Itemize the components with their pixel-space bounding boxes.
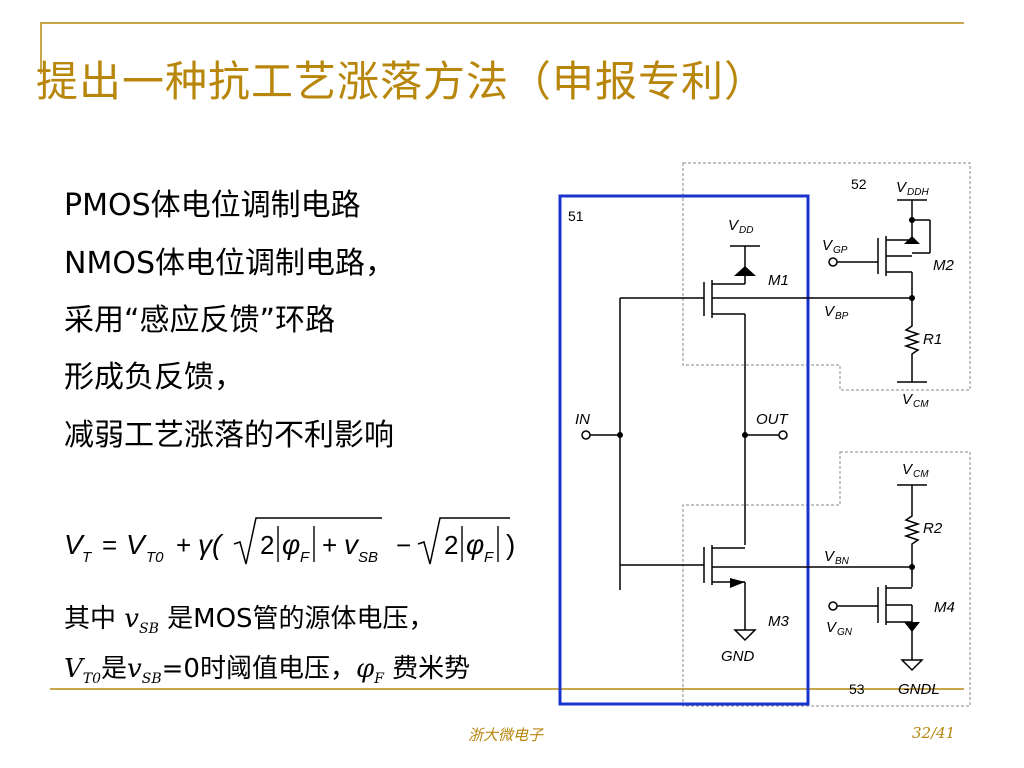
note1-var-sub: SB bbox=[138, 621, 159, 638]
formula-phi2-sub: F bbox=[484, 549, 494, 566]
note1-var: v bbox=[124, 604, 139, 634]
label-r1: R1 bbox=[923, 331, 942, 348]
gndl-symbol bbox=[900, 659, 924, 672]
formula-two: 2 bbox=[260, 530, 274, 560]
bottom-decor-line bbox=[50, 688, 964, 690]
label-52: 52 bbox=[851, 176, 867, 192]
slide-title: 提出一种抗工艺涨落方法（申报专利） bbox=[36, 57, 768, 106]
label-vgp-sub: GP bbox=[833, 245, 848, 256]
left-decor-line bbox=[40, 22, 42, 74]
circuit-schematic: 51 52 53 bbox=[558, 162, 971, 707]
label-in: IN bbox=[575, 411, 590, 428]
label-vcm-bot: V bbox=[902, 461, 914, 478]
formula-plus2: + bbox=[322, 530, 337, 560]
footer-page-number: 32/41 bbox=[912, 724, 956, 742]
formula-minus: − bbox=[396, 530, 411, 560]
dashed-box-52 bbox=[682, 162, 971, 391]
note2-var2-sub: SB bbox=[141, 671, 162, 688]
label-vbn-sub: BN bbox=[835, 556, 850, 567]
note2-var1-sub: T0 bbox=[82, 671, 102, 688]
note-line-1: 其中 vSB 是MOS管的源体电压， bbox=[64, 598, 435, 637]
formula-vsb-sub: SB bbox=[358, 549, 378, 566]
formula-phi2: φ bbox=[466, 529, 484, 560]
footer-organization: 浙大微电子 bbox=[468, 726, 544, 744]
label-vdd-sub: DD bbox=[739, 225, 753, 236]
bullet-5: 减弱工艺涨落的不利影响 bbox=[64, 418, 394, 453]
formula-vt-sub: T bbox=[82, 549, 93, 566]
label-53: 53 bbox=[849, 681, 865, 697]
label-vgn-sub: GN bbox=[837, 627, 853, 638]
note2-var2: v bbox=[127, 654, 142, 684]
m2-arrow bbox=[904, 236, 920, 244]
label-gndl: GNDL bbox=[898, 681, 940, 698]
label-m4: M4 bbox=[934, 599, 955, 616]
note2-phi: φ bbox=[355, 654, 375, 684]
note2-phi-sub: F bbox=[374, 671, 384, 688]
label-out: OUT bbox=[756, 411, 790, 428]
label-vcm-bot-sub: CM bbox=[913, 469, 929, 480]
note2-var1: V bbox=[64, 654, 83, 684]
label-vcm-top-sub: CM bbox=[913, 399, 929, 410]
note1-prefix: 其中 bbox=[64, 604, 117, 634]
label-vddh: V bbox=[896, 179, 908, 196]
bullet-1: PMOS体电位调制电路 bbox=[64, 188, 361, 223]
dashed-box-53 bbox=[682, 451, 971, 707]
label-vddh-sub: DDH bbox=[907, 187, 929, 198]
formula-phi-sub: F bbox=[300, 549, 310, 566]
label-m1: M1 bbox=[768, 272, 789, 289]
label-gnd: GND bbox=[721, 648, 755, 665]
note2-text1: 是 bbox=[101, 654, 128, 684]
bullet-2: NMOS体电位调制电路， bbox=[64, 246, 395, 281]
formula-close: ) bbox=[506, 529, 515, 560]
gnd-symbol bbox=[733, 629, 757, 642]
bullet-3: 采用“感应反馈”环路 bbox=[64, 303, 336, 338]
m4-arrow bbox=[904, 622, 920, 632]
note1-suffix: 是MOS管的源体电压， bbox=[167, 604, 435, 634]
label-vbp: V bbox=[824, 303, 836, 320]
formula-gamma: γ( bbox=[198, 529, 224, 560]
formula-two2: 2 bbox=[444, 530, 458, 560]
formula-phi: φ bbox=[282, 529, 300, 560]
note-line-2: VT0是vSB=0时阈值电压，φF 费米势 bbox=[64, 648, 470, 687]
formula-plus: + bbox=[176, 530, 191, 560]
formula-vt0: V bbox=[126, 529, 147, 560]
blue-box-51 bbox=[558, 194, 810, 706]
label-m2: M2 bbox=[933, 257, 954, 274]
label-vbn: V bbox=[824, 548, 836, 565]
m1-arrow bbox=[734, 266, 756, 276]
formula-vt: V bbox=[64, 529, 85, 560]
label-51: 51 bbox=[568, 208, 584, 224]
label-vbp-sub: BP bbox=[835, 311, 849, 322]
threshold-voltage-formula: V T = V T0 + γ( 2 φ F + v SB − 2 φ F ) bbox=[64, 517, 515, 566]
note2-text3: 费米势 bbox=[383, 654, 471, 684]
label-m3: M3 bbox=[768, 613, 789, 630]
label-r2: R2 bbox=[923, 520, 943, 537]
formula-vt0-sub: T0 bbox=[146, 549, 164, 566]
m3-arrow bbox=[730, 578, 745, 588]
top-decor-line bbox=[40, 22, 964, 24]
label-vdd: V bbox=[728, 217, 740, 234]
formula-eq: = bbox=[102, 530, 117, 560]
label-vcm-top: V bbox=[902, 391, 914, 408]
label-vgp: V bbox=[822, 237, 834, 254]
note2-text2: =0时阈值电压， bbox=[161, 654, 356, 684]
bullet-4: 形成负反馈， bbox=[64, 360, 244, 395]
formula-vsb: v bbox=[344, 529, 360, 560]
label-vgn: V bbox=[826, 619, 838, 636]
